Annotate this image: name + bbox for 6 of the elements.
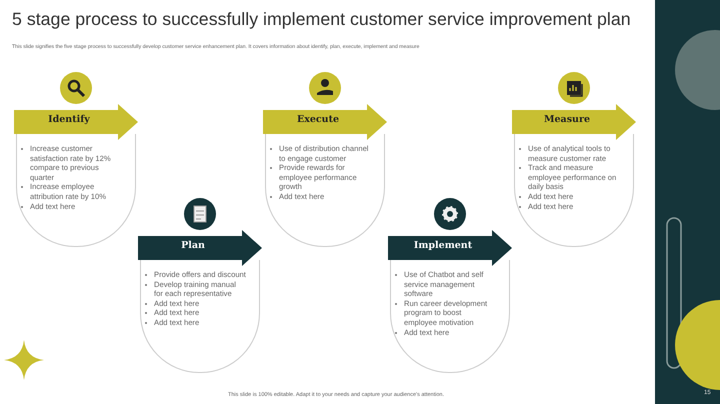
slide-title: 5 stage process to successfully implement customer service improvement plan [12,9,631,30]
stage-heading: Measure [542,114,592,125]
stage-heading: Implement [412,240,474,251]
stage-heading: Plan [180,240,206,251]
stage-heading: Identify [47,114,91,125]
stage-heading: Execute [296,114,340,125]
